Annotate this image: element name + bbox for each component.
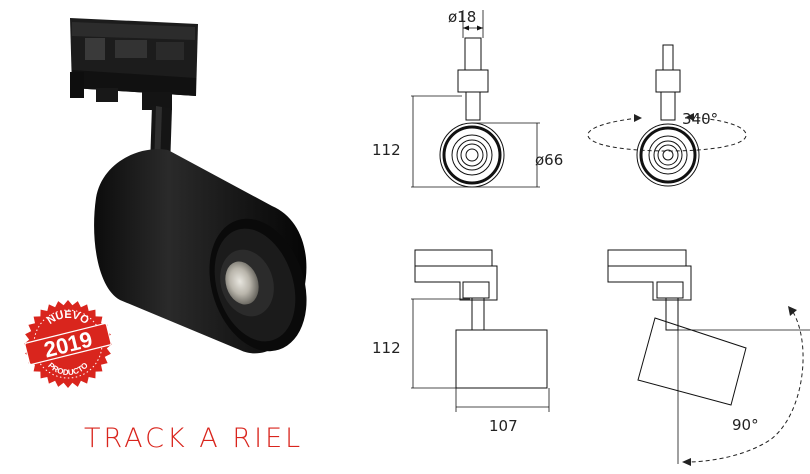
dim-tilt-angle: 90° bbox=[732, 416, 759, 434]
dim-rotation: 340° bbox=[682, 110, 718, 128]
tilt-view-drawing: 90° bbox=[607, 249, 810, 466]
front-view-drawing: ø18 112 ø66 bbox=[372, 8, 563, 188]
dim-width-side: 107 bbox=[489, 417, 518, 435]
product-photo bbox=[70, 18, 307, 354]
side-view-drawing: 112 107 bbox=[372, 249, 550, 435]
track-adapter bbox=[70, 18, 198, 110]
new-product-badge: NUEVO 2019 PRODUCTO bbox=[24, 300, 112, 388]
dim-height-front: 112 bbox=[372, 141, 401, 159]
dim-stem-diameter: ø18 bbox=[448, 8, 476, 26]
dim-height-side: 112 bbox=[372, 339, 401, 357]
dim-head-diameter: ø66 bbox=[535, 151, 563, 169]
badge-bottom-text: PRODUCTO bbox=[46, 361, 89, 377]
product-title: TRACK A RIEL bbox=[84, 423, 304, 454]
rotation-view-drawing: 340° bbox=[587, 44, 747, 187]
badge-top-text: NUEVO bbox=[45, 309, 91, 327]
spotlight-body bbox=[94, 149, 307, 354]
